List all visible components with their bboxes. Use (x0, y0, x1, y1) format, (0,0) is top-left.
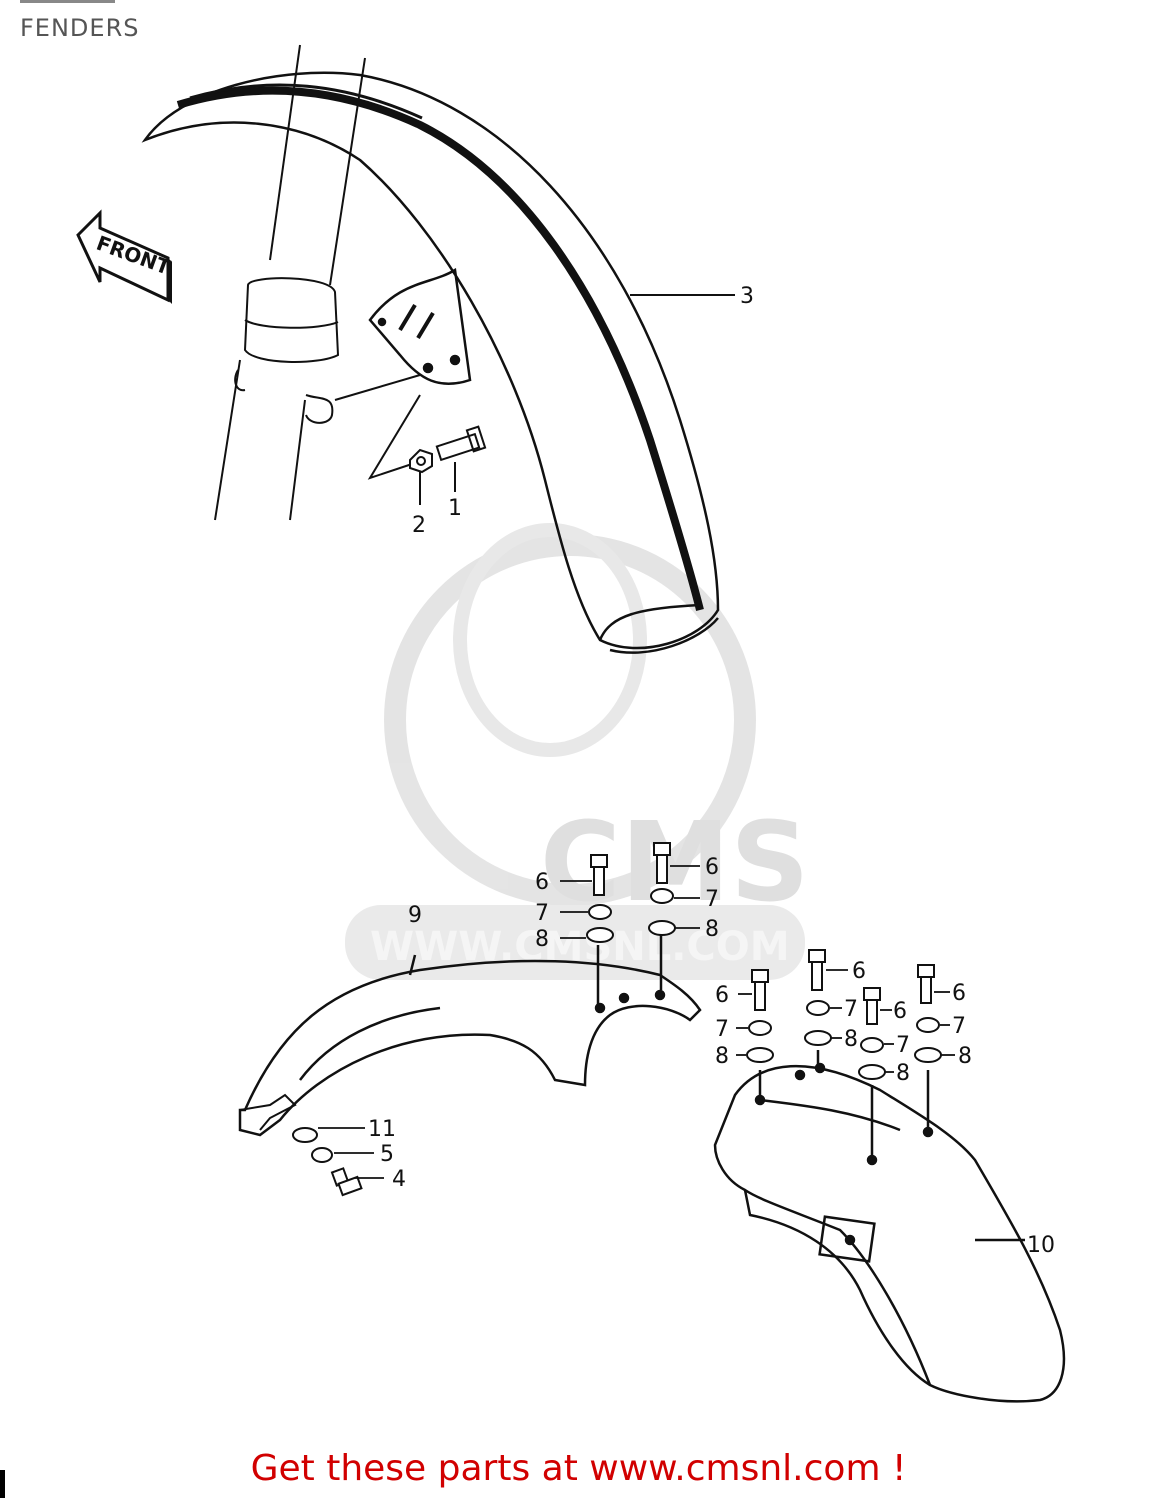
callout-8e: 8 (896, 1061, 910, 1086)
callout-6e: 6 (893, 999, 907, 1024)
callout-8b: 8 (705, 917, 719, 942)
footer-promo: Get these parts at www.cmsnl.com ! (250, 1448, 907, 1489)
callout-6d: 6 (852, 959, 866, 984)
callout-7c: 7 (715, 1017, 729, 1042)
front-fender (141, 71, 720, 654)
callout-7a: 7 (535, 901, 549, 926)
callout-7b: 7 (705, 887, 719, 912)
callout-11: 11 (368, 1117, 396, 1142)
callout-10: 10 (1027, 1233, 1055, 1258)
bolt-washer-stacks (239, 842, 942, 1197)
callout-3: 3 (740, 284, 754, 309)
callout-2: 2 (412, 513, 426, 538)
callout-4: 4 (392, 1167, 406, 1192)
title-rule (20, 0, 115, 3)
callout-6f: 6 (952, 981, 966, 1006)
callout-6a: 6 (535, 870, 549, 895)
callout-8c: 8 (715, 1044, 729, 1069)
callout-1: 1 (448, 496, 462, 521)
callout-7f: 7 (952, 1014, 966, 1039)
watermark-brand: CMS (540, 798, 809, 926)
rear-fender-9 (238, 935, 702, 1137)
callout-9: 9 (408, 903, 422, 928)
callout-6b: 6 (705, 855, 719, 880)
page-title: FENDERS (20, 14, 140, 42)
callout-5: 5 (380, 1142, 394, 1167)
leader-lines (318, 865, 955, 1179)
callout-8f: 8 (958, 1044, 972, 1069)
callout-8a: 8 (535, 927, 549, 952)
callout-6c: 6 (715, 983, 729, 1008)
front-fork (214, 44, 366, 521)
page-edge-mark (0, 1470, 5, 1498)
callout-7e: 7 (896, 1033, 910, 1058)
front-direction-arrow: FRONT (76, 209, 174, 304)
rear-fender-10 (713, 1050, 1066, 1403)
callout-labels: 3 1 2 9 10 6 7 8 6 7 8 6 7 8 6 7 8 6 7 8… (368, 284, 1055, 1258)
callout-7d: 7 (844, 997, 858, 1022)
front-fender-hardware (334, 294, 735, 505)
callout-8d: 8 (844, 1027, 858, 1052)
